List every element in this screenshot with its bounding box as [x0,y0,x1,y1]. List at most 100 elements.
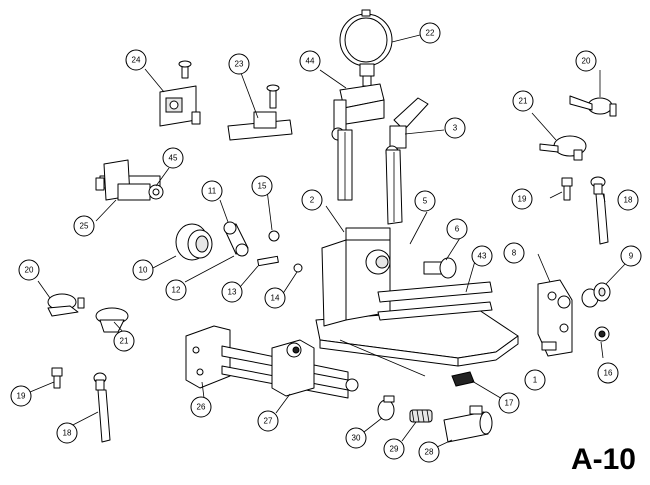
callout-label: 18 [624,196,633,205]
callout-label: 18 [63,429,72,438]
callout-c1: 1 [524,369,546,391]
callout-label: 16 [604,369,613,378]
callout-c18a: 18 [617,189,639,211]
callout-label: 43 [478,252,487,261]
link-arm-part [223,221,249,257]
callout-c10: 10 [132,259,154,281]
bracket-part [159,60,201,127]
contact-part-left [95,307,129,333]
callout-label: 2 [310,196,315,205]
callout-label: 22 [426,29,435,38]
callout-c30: 30 [345,427,367,449]
callout-c26: 26 [190,396,212,418]
callout-label: 6 [455,225,460,234]
clamp-part [227,84,293,141]
plunger-part [443,405,493,443]
rod-part-left [93,372,111,443]
callout-c19b: 19 [10,385,32,407]
callout-c27: 27 [257,410,279,432]
callout-c29: 29 [383,438,405,460]
screw-part-left [51,367,63,389]
bushing-part [581,282,611,308]
pulley-part [175,223,213,261]
callout-c16: 16 [597,362,619,384]
callout-c9: 9 [620,245,642,267]
indicator-tip-part-left [47,293,85,317]
callout-label: 19 [17,392,26,401]
callout-c18b: 18 [56,422,78,444]
screw-part [561,177,573,201]
callout-c15: 15 [251,175,273,197]
callout-label: 3 [453,124,458,133]
callout-c3: 3 [444,117,466,139]
cap-part [594,326,610,342]
lower-assembly-part [185,325,359,399]
small-washer-part [293,263,303,273]
callout-c8: 8 [503,242,525,264]
callout-label: 30 [352,434,361,443]
callout-c20a: 20 [575,50,597,72]
indicator-holder-part [331,83,385,201]
callout-label: 12 [172,286,181,295]
callout-label: 5 [423,197,428,206]
callout-c2: 2 [301,189,323,211]
callout-c25: 25 [73,215,95,237]
callout-label: 21 [519,97,528,106]
rod-part [590,176,609,245]
callout-label: 23 [235,60,244,69]
callout-label: 21 [120,337,129,346]
callout-label: 45 [169,154,178,163]
callout-c13: 13 [221,281,243,303]
main-frame-part [315,227,519,367]
callout-label: 13 [228,288,237,297]
callout-c17: 17 [498,392,520,414]
callout-c21b: 21 [113,330,135,352]
callout-c20b: 20 [18,259,40,281]
callout-c6: 6 [446,218,468,240]
callout-c45: 45 [162,147,184,169]
callout-c23: 23 [228,53,250,75]
callout-label: 29 [390,445,399,454]
callout-label: 11 [208,187,217,196]
small-block-part [451,371,475,387]
nut-part [377,395,395,421]
callout-label: 19 [518,195,527,204]
figure-label: A-10 [570,443,636,476]
callout-c24: 24 [125,49,147,71]
callout-label: 20 [25,266,34,275]
callout-label: 25 [80,222,89,231]
callout-c5: 5 [414,190,436,212]
callout-c11: 11 [201,180,223,202]
washer-part [268,230,280,242]
indicator-arm-part [385,97,429,225]
callout-c22: 22 [419,22,441,44]
callout-label: 26 [197,403,206,412]
plate-part [537,279,573,357]
callout-c44: 44 [299,50,321,72]
indicator-tip-part [569,95,617,117]
callout-label: 28 [425,448,434,457]
callout-label: 20 [582,57,591,66]
pin-part [257,255,279,267]
contact-part [539,135,587,161]
callout-label: 15 [258,182,267,191]
dial-indicator-part [339,9,393,87]
callout-label: 44 [306,57,315,66]
knob-part [423,257,457,279]
callout-c12: 12 [165,279,187,301]
callout-c21a: 21 [512,90,534,112]
callout-label: 9 [629,252,634,261]
callout-label: 1 [533,376,538,385]
spring-part [409,409,433,423]
callout-c28: 28 [418,441,440,463]
callout-c19a: 19 [511,188,533,210]
callout-label: 10 [139,266,148,275]
callout-label: 14 [271,294,280,303]
callout-label: 8 [512,249,517,258]
callout-label: 17 [505,399,514,408]
callout-c14: 14 [264,287,286,309]
callout-label: 24 [132,56,141,65]
callout-label: 27 [264,417,273,426]
slide-part [95,159,164,201]
